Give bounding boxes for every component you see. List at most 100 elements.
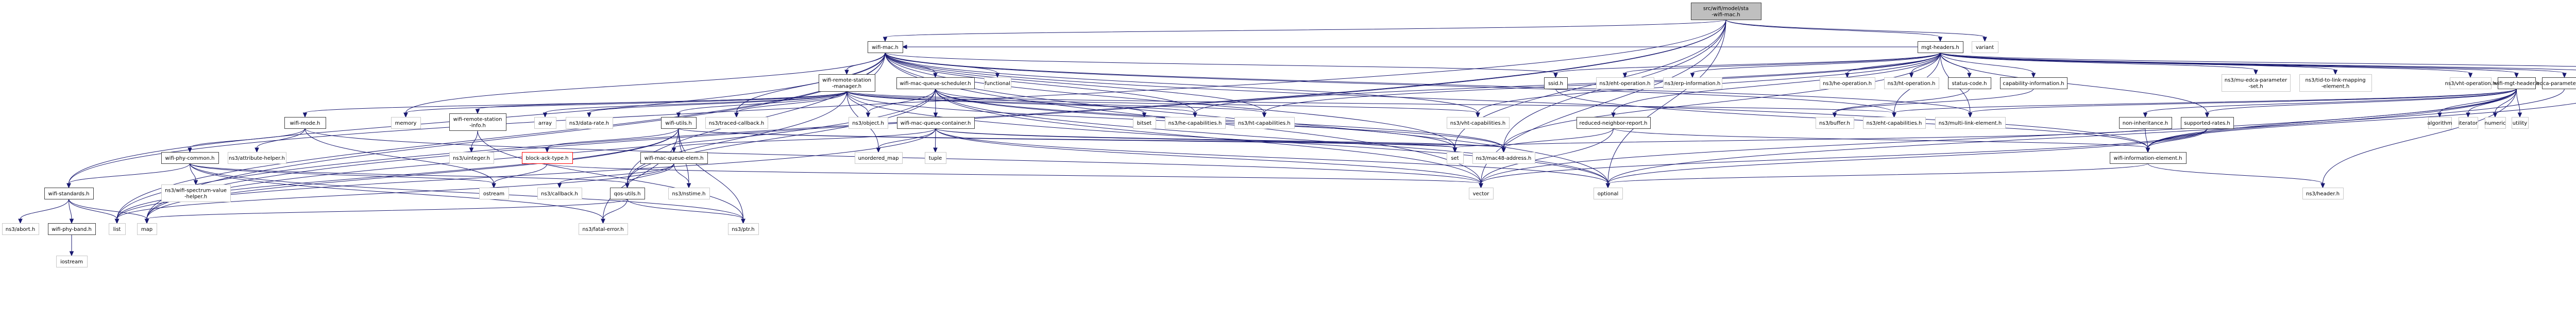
edge-line bbox=[405, 91, 847, 113]
arrowhead-icon bbox=[302, 112, 308, 118]
arrowhead-icon bbox=[2562, 73, 2567, 78]
arrowhead-icon bbox=[844, 70, 849, 75]
node-wifi-utils[interactable]: wifi-utils.h bbox=[661, 117, 697, 129]
node-wmqc[interactable]: wifi-mac-queue-container.h bbox=[897, 117, 975, 129]
node-label: list bbox=[113, 227, 121, 232]
node-wrsm[interactable]: wifi-remote-station-manager.h bbox=[819, 74, 875, 92]
node-wsvh: ns3/wifi-spectrum-value-helper.h bbox=[161, 184, 231, 202]
node-supported-rates[interactable]: supported-rates.h bbox=[2181, 117, 2234, 129]
node-label: ns3/buffer.h bbox=[1819, 121, 1850, 126]
node-ostream: ostream bbox=[479, 188, 509, 199]
arrowhead-icon bbox=[734, 112, 739, 118]
node-wie[interactable]: wifi-information-element.h bbox=[2110, 152, 2187, 164]
edge-mgt-headers-to-ssid bbox=[1553, 52, 1941, 78]
arrowhead-icon bbox=[1605, 183, 1611, 189]
edge-line bbox=[190, 163, 494, 184]
edge-wifi-utils-to-list bbox=[114, 128, 679, 224]
node-label: -info.h bbox=[469, 123, 486, 129]
edge-wifi-mgt-header-to-supported-rates bbox=[2205, 88, 2517, 118]
node-non-inheritance[interactable]: non-inheritance.h bbox=[2119, 117, 2172, 129]
node-iostream: iostream bbox=[56, 256, 88, 267]
node-ssid[interactable]: ssid.h bbox=[1544, 77, 1568, 89]
node-wifi-phy-band[interactable]: wifi-phy-band.h bbox=[48, 223, 96, 235]
node-box bbox=[2512, 117, 2529, 129]
node-status-code[interactable]: status-code.h bbox=[1948, 77, 1991, 89]
node-label: wifi-information-element.h bbox=[2114, 156, 2182, 161]
node-wmqs[interactable]: wifi-mac-queue-scheduler.h bbox=[896, 77, 975, 89]
edge-line bbox=[885, 19, 1726, 38]
edge-line bbox=[1940, 52, 2256, 71]
node-box bbox=[56, 256, 88, 267]
node-box bbox=[2459, 117, 2478, 129]
edge-line bbox=[405, 52, 886, 113]
node-qos-utils[interactable]: qos-utils.h bbox=[610, 188, 645, 199]
node-box bbox=[2110, 152, 2187, 164]
node-box bbox=[2302, 188, 2344, 199]
node-label: ns3/multi-link-element.h bbox=[1939, 121, 2002, 126]
edge-line bbox=[1940, 52, 2565, 74]
node-box bbox=[2450, 77, 2492, 89]
arrowhead-icon bbox=[557, 183, 562, 189]
arrowhead-icon bbox=[255, 147, 259, 153]
node-ht-capabilities: ns3/ht-capabilities.h bbox=[1234, 117, 1295, 129]
node-capability-information[interactable]: capability-information.h bbox=[2000, 77, 2067, 89]
node-box bbox=[1691, 3, 1761, 20]
edge-wrsm-to-wrsi bbox=[475, 91, 847, 114]
arrowhead-icon bbox=[902, 44, 907, 49]
node-wifi-standards[interactable]: wifi-standards.h bbox=[44, 188, 94, 199]
node-label: wifi-remote-station bbox=[453, 117, 502, 123]
edge-status-code-to-buffer bbox=[1832, 88, 1970, 118]
node-wmqe[interactable]: wifi-mac-queue-elem.h bbox=[640, 152, 708, 164]
edge-line bbox=[846, 91, 1195, 113]
arrowhead-icon bbox=[2320, 183, 2325, 189]
node-callback: ns3/callback.h bbox=[537, 188, 582, 199]
edge-wrsi-to-uinteger bbox=[469, 130, 478, 153]
node-buffer: ns3/buffer.h bbox=[1816, 117, 1854, 129]
node-root[interactable]: src/wifi/model/sta-wifi-mac.h bbox=[1691, 3, 1761, 20]
node-label: -wifi-mac.h bbox=[1711, 12, 1740, 18]
node-fatal-error: ns3/fatal-error.h bbox=[579, 223, 628, 235]
arrowhead-icon bbox=[475, 109, 480, 114]
edge-line bbox=[935, 88, 1608, 184]
node-mac48: ns3/mac48-address.h bbox=[1472, 152, 1535, 164]
node-rnr[interactable]: reduced-neighbor-report.h bbox=[1577, 117, 1651, 129]
arrowhead-icon bbox=[18, 219, 23, 224]
node-variant: variant bbox=[1972, 41, 1998, 53]
node-mgt-headers[interactable]: mgt-headers.h bbox=[1918, 41, 1963, 53]
arrowhead-icon bbox=[686, 183, 691, 189]
edge-wifi-phy-common-to-wifi-standards bbox=[66, 163, 190, 189]
node-ptr: ns3/ptr.h bbox=[728, 223, 759, 235]
node-algorithm: algorithm bbox=[2427, 117, 2452, 129]
edge-line bbox=[1834, 88, 1970, 113]
arrowhead-icon bbox=[1892, 112, 1896, 118]
node-unordered_map: unordered_map bbox=[855, 152, 903, 164]
node-box bbox=[1133, 117, 1156, 129]
node-abort: ns3/abort.h bbox=[2, 223, 39, 235]
node-label: ns3/vht-operation.h bbox=[2445, 81, 2496, 87]
node-block-ack-type[interactable]: block-ack-type.h bbox=[522, 152, 573, 164]
edge-root-to-mgt-headers bbox=[1725, 19, 1943, 42]
node-wifi-mac[interactable]: wifi-mac.h bbox=[868, 41, 903, 53]
edge-root-to-wifi-mac bbox=[883, 19, 1726, 42]
arrowhead-icon bbox=[1452, 147, 1458, 153]
edge-line bbox=[627, 88, 936, 184]
node-edca-parameter-set[interactable]: edca-parameter-set.h bbox=[2536, 77, 2576, 89]
node-functional: functional bbox=[984, 77, 1011, 89]
node-wifi-mgt-header[interactable]: wifi-mgt-header.h bbox=[2494, 77, 2539, 89]
node-wifi-phy-common[interactable]: wifi-phy-common.h bbox=[161, 152, 219, 164]
arrowhead-icon bbox=[144, 219, 149, 224]
node-wrsi[interactable]: wifi-remote-station-info.h bbox=[449, 113, 506, 131]
node-box bbox=[161, 152, 219, 164]
node-label: ns3/mac48-address.h bbox=[1476, 156, 1532, 161]
arrowhead-icon bbox=[2437, 112, 2442, 118]
edge-line bbox=[935, 128, 1481, 184]
node-label: ns3/fatal-error.h bbox=[582, 227, 623, 232]
arrowhead-icon bbox=[2466, 112, 2470, 118]
edge-non-inheritance-to-set bbox=[1452, 128, 2146, 153]
node-ht-operation: ns3/ht-operation.h bbox=[1884, 77, 1939, 89]
arrowhead-icon bbox=[933, 147, 938, 153]
node-box bbox=[2000, 77, 2067, 89]
node-wifi-mode[interactable]: wifi-mode.h bbox=[284, 117, 326, 129]
edge-line bbox=[1555, 52, 1941, 74]
node-box bbox=[855, 152, 903, 164]
